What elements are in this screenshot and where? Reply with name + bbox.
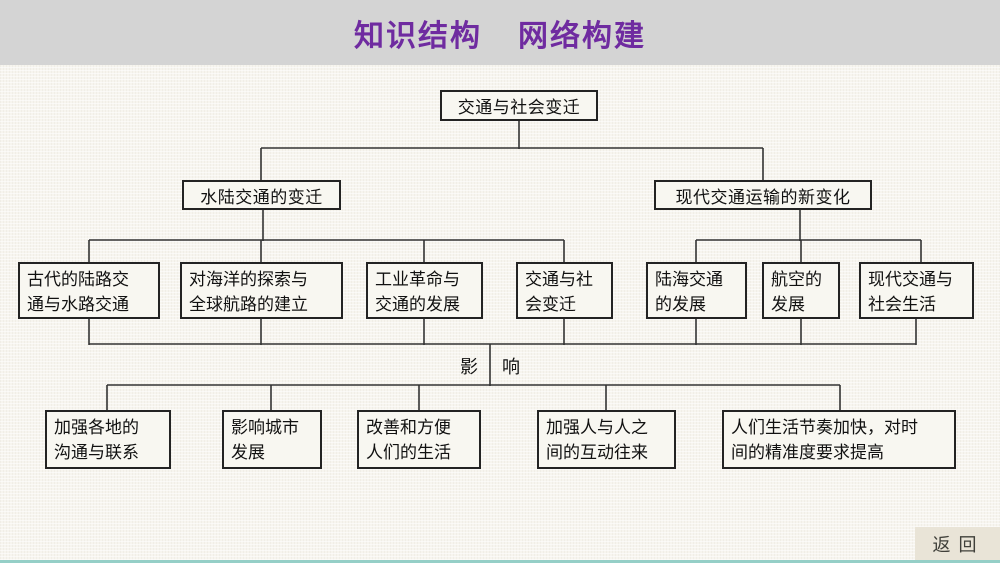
node-label: 交通与社会变迁: [457, 98, 581, 117]
node-label-line: 发展: [771, 295, 805, 314]
node-industrial-revolution-transport: 工业革命与 交通的发展: [366, 262, 483, 319]
node-water-land-transport-changes: 水陆交通的变迁: [182, 180, 341, 210]
node-label-line: 陆海交通: [655, 270, 723, 289]
node-label-line: 影响城市: [231, 418, 299, 437]
impact-char-right: 响: [502, 357, 520, 377]
node-label-line: 全球航路的建立: [189, 295, 308, 314]
impact-label: 影 响: [440, 353, 540, 379]
bottom-accent-line: [0, 560, 1000, 563]
node-label-line: 航空的: [771, 270, 822, 289]
node-modern-transport-social-life: 现代交通与 社会生活: [859, 262, 974, 319]
node-label-line: 古代的陆路交: [27, 270, 129, 289]
node-label-line: 加强人与人之: [546, 418, 648, 437]
node-label: 水陆交通的变迁: [200, 187, 323, 207]
node-label-line: 人们生活节奏加快，对时: [731, 418, 918, 437]
node-effect-life-pace-time-precision: 人们生活节奏加快，对时 间的精准度要求提高: [722, 410, 956, 469]
node-modern-transport-new-changes: 现代交通运输的新变化: [654, 180, 872, 210]
node-label: 现代交通运输的新变化: [675, 187, 851, 207]
node-land-sea-transport-development: 陆海交通 的发展: [646, 262, 747, 319]
node-label-line: 对海洋的探索与: [189, 270, 308, 289]
node-label-line: 交通的发展: [375, 295, 460, 314]
node-effect-urban-development: 影响城市 发展: [222, 410, 322, 469]
back-button[interactable]: 返回: [915, 527, 1000, 560]
node-label-line: 通与水路交通: [27, 295, 129, 314]
node-label-line: 的发展: [655, 295, 706, 314]
node-label-line: 间的互动往来: [546, 443, 648, 462]
node-label-line: 人们的生活: [366, 443, 451, 462]
node-transport-and-social-change: 交通与社 会变迁: [516, 262, 613, 319]
node-label-line: 社会生活: [868, 295, 936, 314]
node-ancient-land-water-transport: 古代的陆路交 通与水路交通: [18, 262, 160, 319]
slide-header: 知识结构 网络构建: [0, 0, 1000, 65]
node-label-line: 会变迁: [525, 295, 576, 314]
page-title-left: 知识结构: [354, 19, 482, 53]
node-label-line: 现代交通与: [868, 270, 953, 289]
node-effect-communication-between-regions: 加强各地的 沟通与联系: [45, 410, 171, 469]
node-ocean-exploration-global-routes: 对海洋的探索与 全球航路的建立: [180, 262, 343, 319]
node-effect-interpersonal-interaction: 加强人与人之 间的互动往来: [537, 410, 676, 469]
node-aviation-development: 航空的 发展: [762, 262, 840, 319]
node-label-line: 工业革命与: [375, 270, 460, 289]
node-label-line: 沟通与联系: [54, 443, 139, 462]
node-label-line: 加强各地的: [54, 418, 139, 437]
node-transport-social-change-root: 交通与社会变迁: [440, 90, 598, 121]
node-label-line: 改善和方便: [366, 418, 451, 437]
node-label-line: 发展: [231, 443, 265, 462]
node-label-line: 间的精准度要求提高: [731, 443, 884, 462]
impact-char-left: 影: [460, 357, 478, 377]
node-effect-improve-peoples-life: 改善和方便 人们的生活: [357, 410, 481, 469]
node-label-line: 交通与社: [525, 270, 593, 289]
page-title-right: 网络构建: [518, 19, 646, 53]
